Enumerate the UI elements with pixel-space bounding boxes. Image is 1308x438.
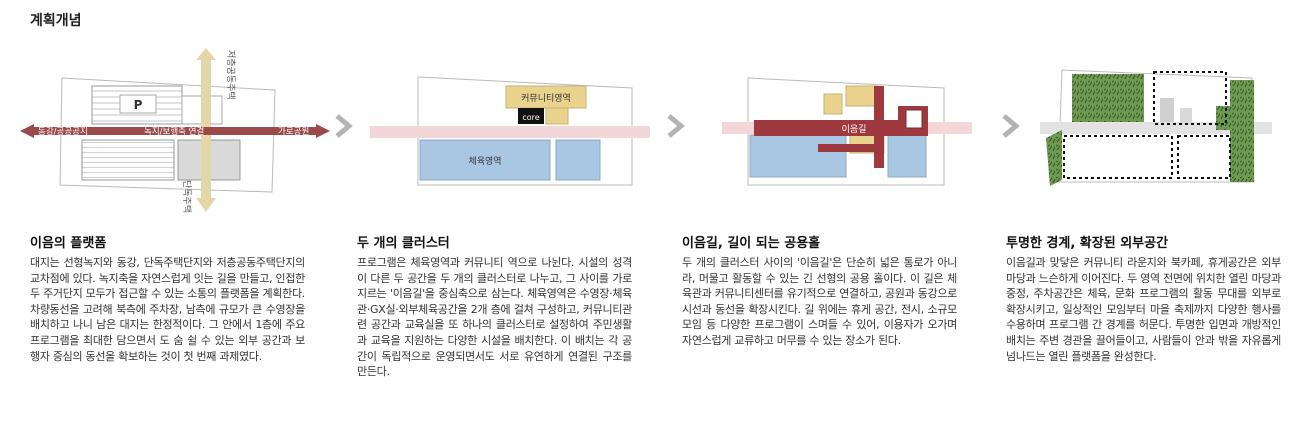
sports-cluster <box>749 134 847 178</box>
green-area <box>1046 130 1062 186</box>
two-clusters-diagram: 체육영역 커뮤니티영역 core <box>370 76 650 186</box>
path-label: 이음길 <box>842 124 867 135</box>
community-label: 커뮤니티영역 <box>521 93 571 104</box>
core-block <box>518 108 544 124</box>
pool-area <box>81 139 175 181</box>
horizontal-axis-arrow <box>20 124 330 138</box>
horizontal-left-label: 동강/공공공지 <box>38 126 88 137</box>
chevron-right-icon <box>1002 114 1020 138</box>
panel-body: 두 개의 클러스터 사이의 '이음길'은 단순히 넓은 통로가 아니라, 머물고… <box>682 256 957 347</box>
panel-body: 대지는 선형녹지와 동강, 단독주택단지와 저층공동주택단지의 교차점에 있다.… <box>30 256 305 363</box>
horizontal-right-label: 가로공원 <box>278 127 309 137</box>
green-area <box>1072 74 1144 122</box>
sports-label: 체육영역 <box>468 156 501 167</box>
connecting-path <box>754 86 928 168</box>
page-title: 계획개념 <box>30 13 82 29</box>
sports-cluster-annex <box>555 139 601 181</box>
concept-panel-2: 두 개의 클러스터 프로그램은 체육영역과 커뮤니티 역으로 나뉜다. 시설의 … <box>357 232 632 380</box>
concept-panel-4: 투명한 경계, 확장된 외부공간 이음길과 맞닿은 커뮤니티 라운지와 북카페,… <box>1006 232 1281 364</box>
vertical-axis-bottom-label: 단독주택 <box>181 180 192 213</box>
sports-cluster <box>419 139 551 181</box>
courtyard <box>1153 71 1227 125</box>
connecting-path <box>370 126 650 138</box>
green-area <box>1230 80 1254 182</box>
panel-body: 이음길과 맞닿은 커뮤니티 라운지와 북카페, 휴게공간은 외부 마당과 느슨하… <box>1006 256 1281 363</box>
panel-body: 프로그램은 체육영역과 커뮤니티 역으로 나뉜다. 시설의 성격이 다른 두 공… <box>357 256 632 379</box>
panel-title: 이음의 플랫폼 <box>30 236 107 251</box>
vertical-axis-top-label: 저층공동주택 <box>225 50 236 100</box>
panel-title: 투명한 경계, 확장된 외부공간 <box>1006 236 1169 251</box>
panel-title: 이음길, 길이 되는 공용홀 <box>682 236 821 251</box>
chevron-right-icon <box>335 114 353 138</box>
concept-panel-3: 이음길, 길이 되는 공용홀 두 개의 클러스터 사이의 '이음길'은 단순히 … <box>682 232 957 349</box>
chevron-right-icon <box>667 114 685 138</box>
concept-panel-1: 이음의 플랫폼 대지는 선형녹지와 동강, 단독주택단지와 저층공동주택단지의 … <box>30 232 305 364</box>
panel-title: 두 개의 클러스터 <box>357 236 450 251</box>
site-axes-diagram: P 저층공동주택 단독주택 동강/공공공지 녹지/보행축 연결 가로공원 <box>20 48 330 213</box>
parking-yard <box>1177 135 1231 179</box>
public-hall-path-diagram: 이음길 <box>722 77 972 186</box>
connecting-path <box>1040 122 1272 134</box>
core-label: core <box>522 113 539 122</box>
parking-label: P <box>134 98 143 112</box>
horizontal-center-label: 녹지/보행축 연결 <box>144 126 204 137</box>
open-yard <box>1063 135 1173 179</box>
open-boundary-diagram <box>1040 69 1272 186</box>
